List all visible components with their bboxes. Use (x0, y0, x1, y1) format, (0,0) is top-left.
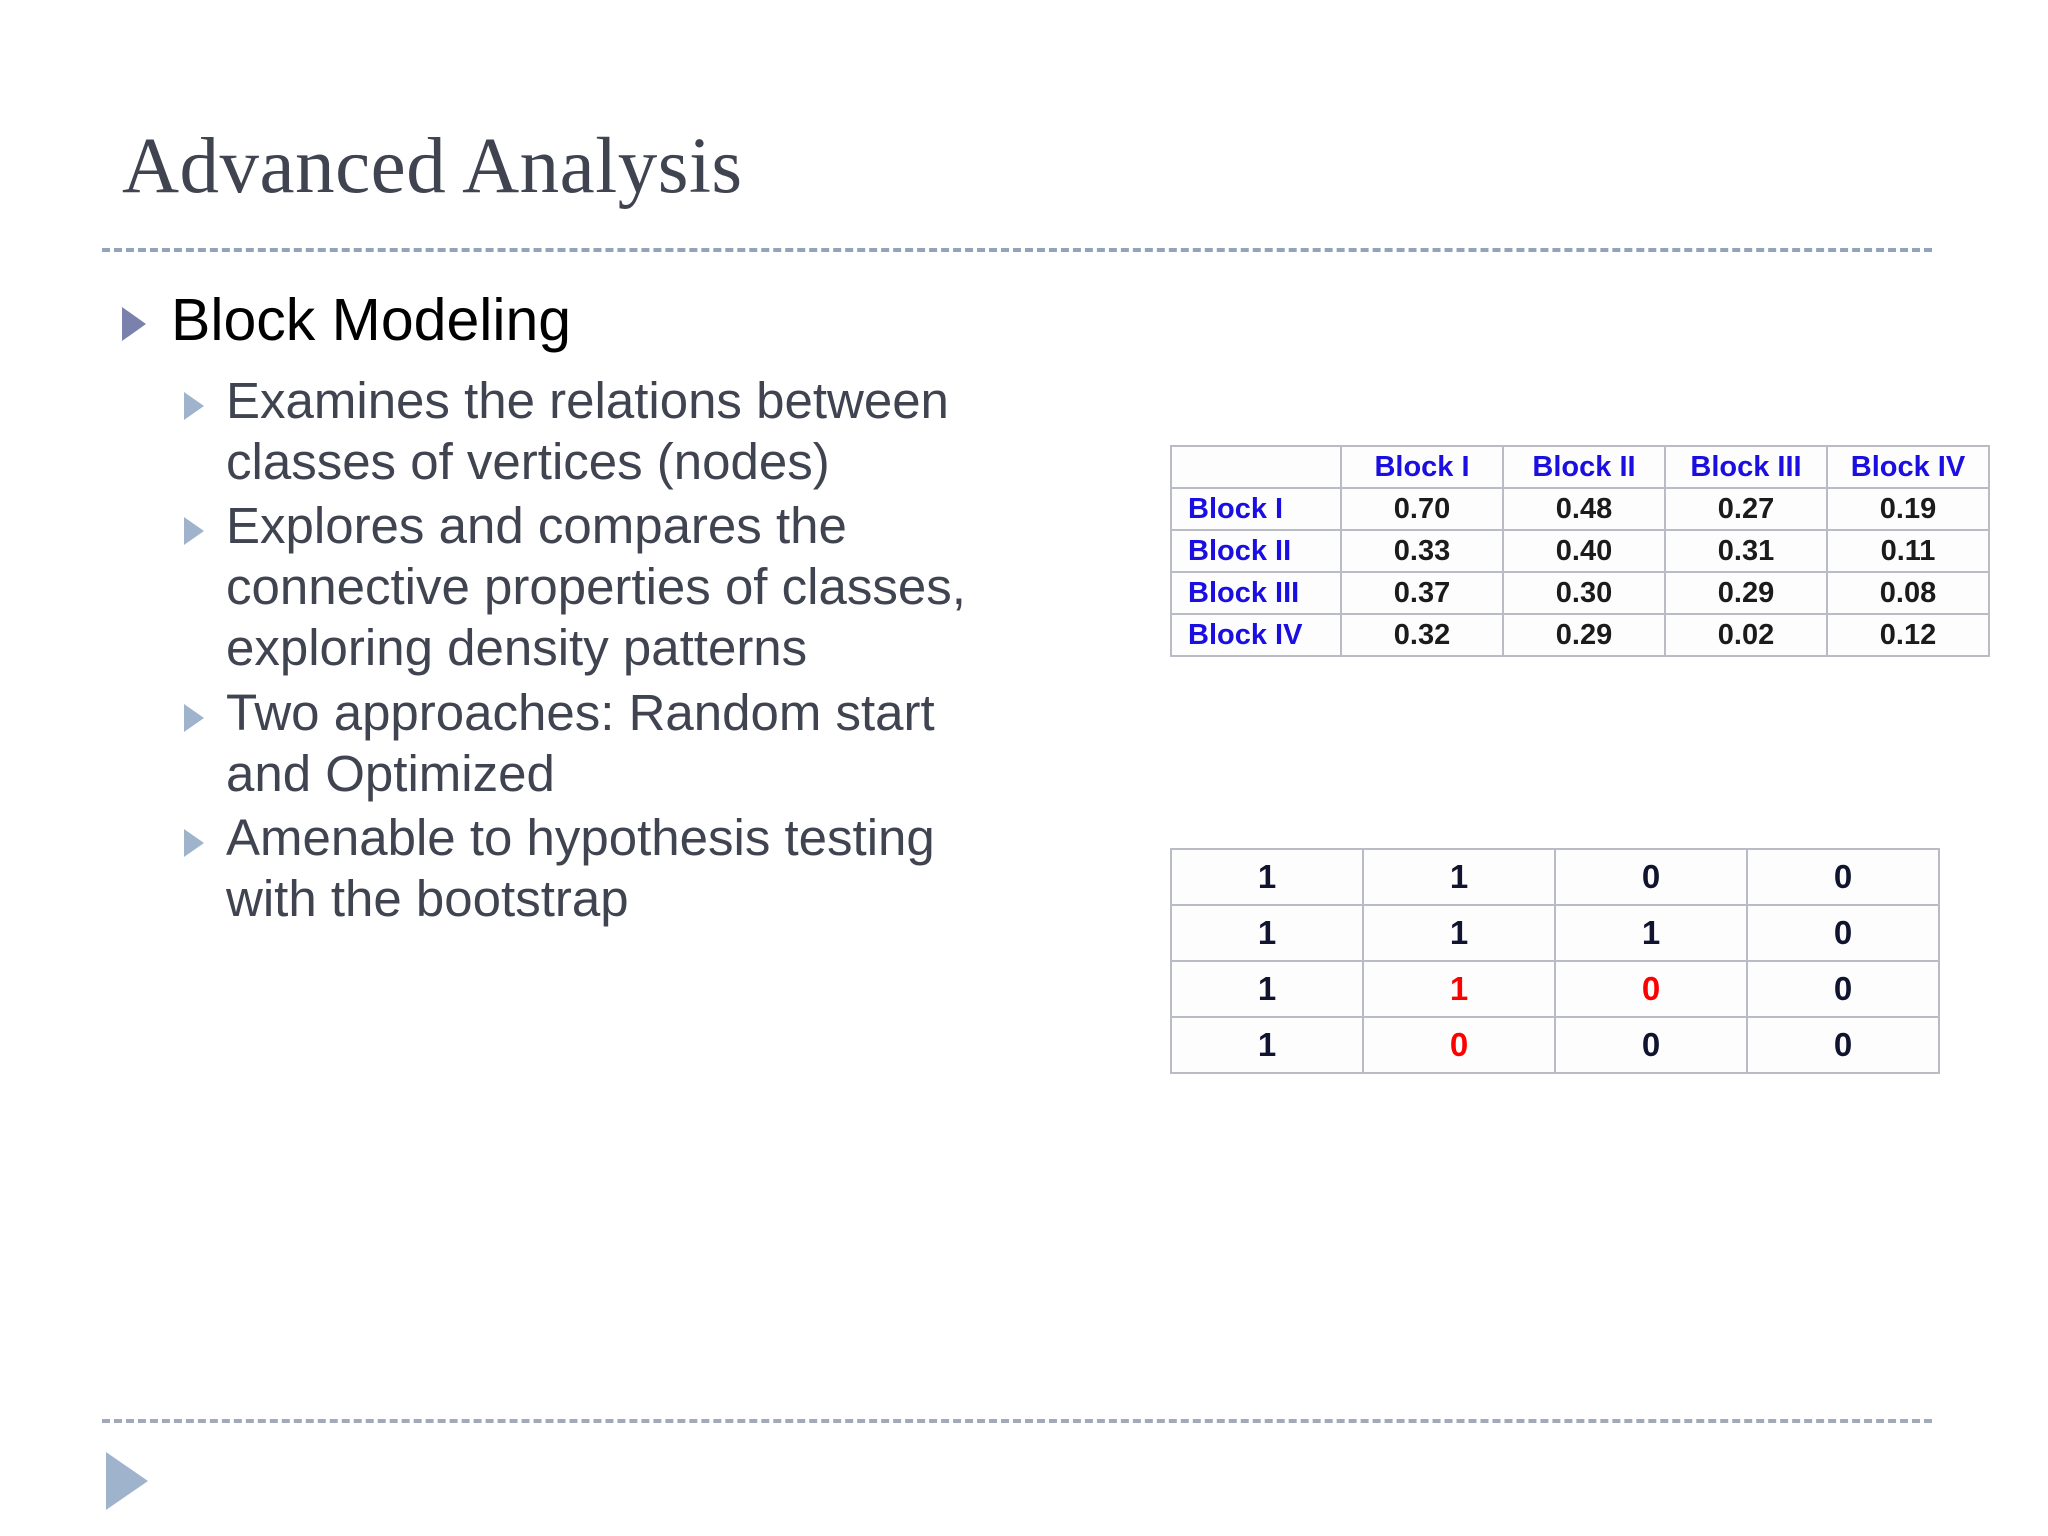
table-cell: 0 (1554, 1016, 1748, 1074)
table-cell: 1 (1170, 1016, 1364, 1074)
triangle-right-icon (122, 307, 146, 341)
table-cell: 0.32 (1340, 613, 1504, 657)
triangle-right-icon-footer (106, 1452, 148, 1510)
bullet-sublist: Examines the relations between classes o… (184, 370, 1132, 930)
row-header-3: Block III (1170, 571, 1342, 615)
table-cell: 0.08 (1826, 571, 1990, 615)
page-title: Advanced Analysis (122, 123, 743, 210)
column-header-4: Block IV (1826, 445, 1990, 489)
table-cell: 1 (1170, 960, 1364, 1018)
table-cell: 0.12 (1826, 613, 1990, 657)
triangle-right-icon (184, 703, 204, 732)
table-cell: 0 (1362, 1016, 1556, 1074)
column-header-2: Block II (1502, 445, 1666, 489)
row-header-1: Block I (1170, 487, 1342, 531)
table-cell: 0 (1554, 960, 1748, 1018)
table-cell: 0.48 (1502, 487, 1666, 531)
table-cell: 0 (1554, 848, 1748, 906)
bullet-text: Amenable to hypothesis testing with the … (226, 808, 935, 928)
triangle-right-icon (184, 516, 204, 545)
table-corner-cell (1170, 445, 1342, 489)
table-cell: 0.70 (1340, 487, 1504, 531)
table-cell: 0.27 (1664, 487, 1828, 531)
table-cell: 1 (1362, 848, 1556, 906)
table-cell: 0 (1746, 960, 1940, 1018)
bullet-text: Two approaches: Random start and Optimiz… (226, 683, 935, 802)
table-cell: 0.29 (1502, 613, 1666, 657)
bullet-level1-block-modeling: Block Modeling (122, 286, 1132, 356)
table-cell: 1 (1554, 904, 1748, 962)
triangle-right-icon (184, 391, 204, 420)
bullet-level2-two-approaches: Two approaches: Random start and Optimiz… (184, 682, 1132, 804)
table-cell: 0.37 (1340, 571, 1504, 615)
title-divider-top (102, 248, 1932, 252)
bullet-level2-examines-relations: Examines the relations between classes o… (184, 370, 1132, 492)
table-cell: 1 (1362, 904, 1556, 962)
column-header-1: Block I (1340, 445, 1504, 489)
bullet-text: Block Modeling (171, 287, 572, 353)
table-cell: 1 (1170, 848, 1364, 906)
bullet-text: Explores and compares the connective pro… (226, 496, 966, 677)
bullet-list: Block Modeling Examines the relations be… (122, 286, 1132, 932)
table-cell: 0 (1746, 1016, 1940, 1074)
table-cell: 0.29 (1664, 571, 1828, 615)
bullet-level2-amenable-hypothesis: Amenable to hypothesis testing with the … (184, 807, 1132, 929)
row-header-2: Block II (1170, 529, 1342, 573)
table-cell: 0.40 (1502, 529, 1666, 573)
table-cell: 0.31 (1664, 529, 1828, 573)
table-cell: 0.30 (1502, 571, 1666, 615)
table-cell: 0 (1746, 904, 1940, 962)
table-cell: 0.19 (1826, 487, 1990, 531)
table-cell: 0 (1746, 848, 1940, 906)
bullet-level2-explores-compares: Explores and compares the connective pro… (184, 495, 1132, 679)
table-cell: 0.33 (1340, 529, 1504, 573)
footer-divider-bottom (102, 1419, 1932, 1423)
table-cell: 1 (1362, 960, 1556, 1018)
row-header-4: Block IV (1170, 613, 1342, 657)
table-cell: 1 (1170, 904, 1364, 962)
table-cell: 0.11 (1826, 529, 1990, 573)
column-header-3: Block III (1664, 445, 1828, 489)
triangle-right-icon (184, 828, 204, 857)
table-cell: 0.02 (1664, 613, 1828, 657)
bullet-text: Examines the relations between classes o… (226, 371, 949, 490)
